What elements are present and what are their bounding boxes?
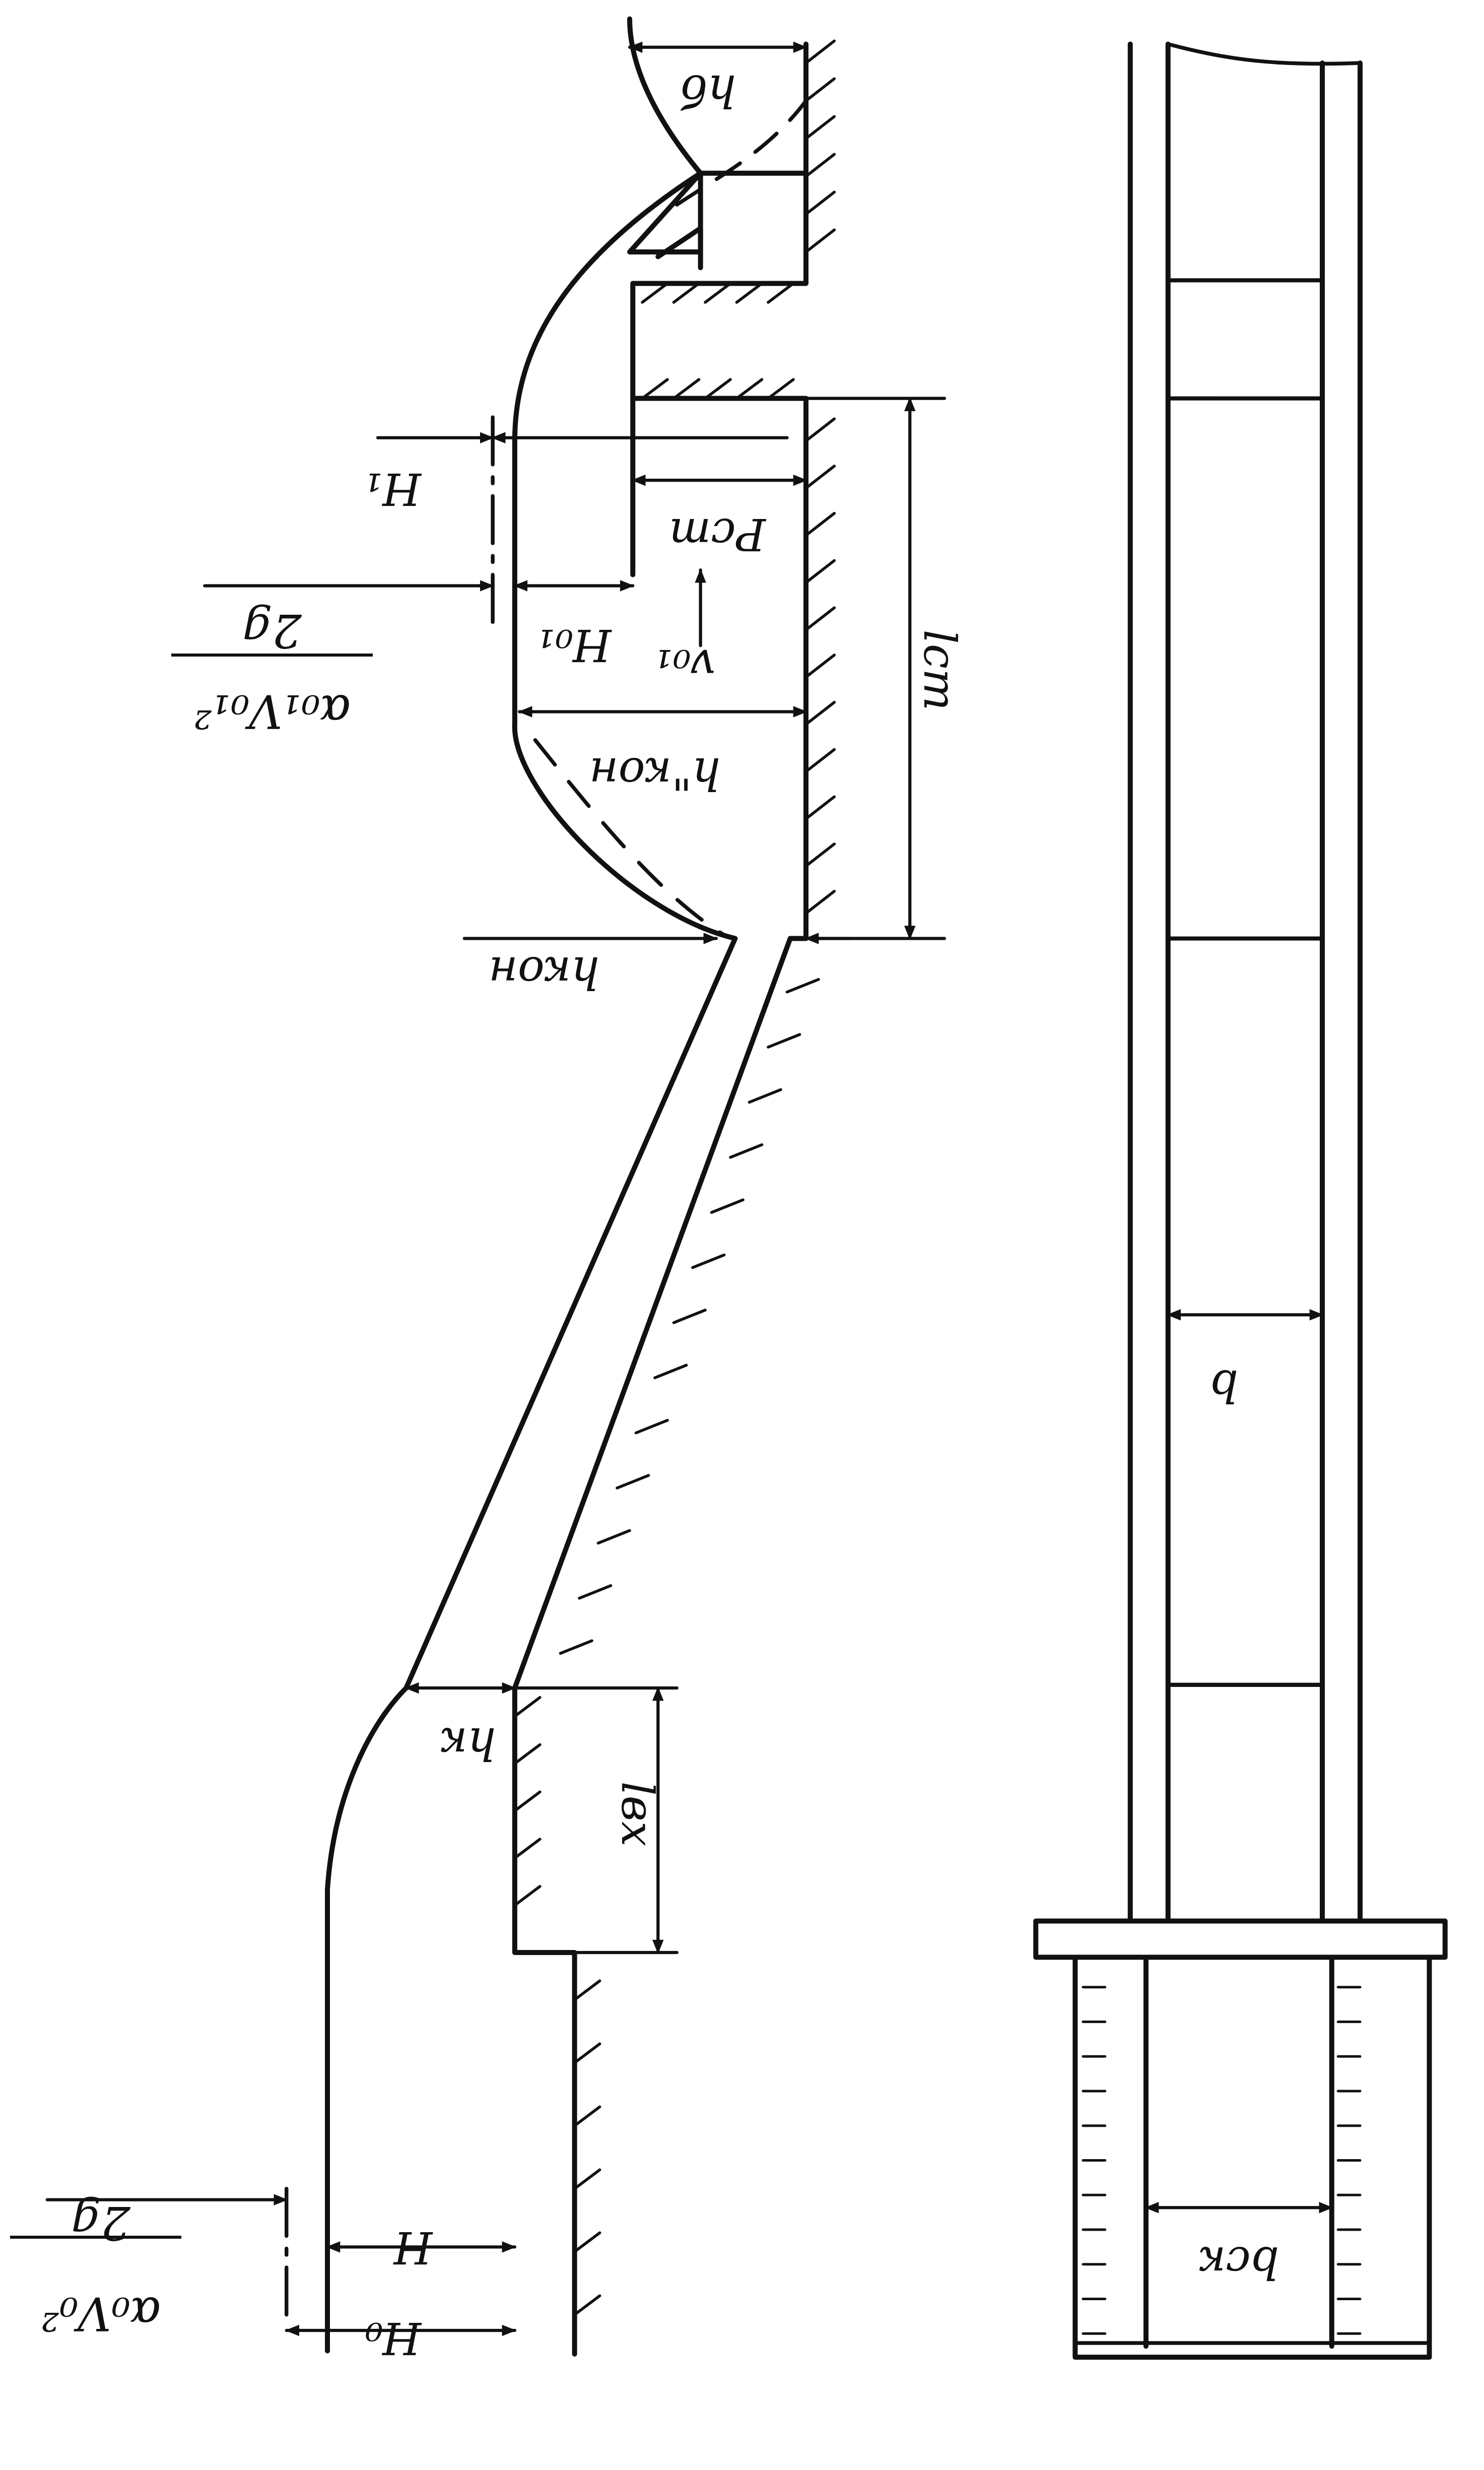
- dimension-lines: [45, 41, 947, 2336]
- label-head-upper-num: α₀₁V₀₁²: [193, 684, 351, 738]
- label-H1: H₁: [365, 463, 422, 515]
- dashed-upper-curve: [675, 92, 813, 207]
- splitter-tooth: [655, 226, 703, 271]
- label-bck: bск: [1199, 2237, 1279, 2289]
- plan-cross-lines: [1166, 278, 1325, 1687]
- channel-floor: [512, 41, 808, 2357]
- label-lcm: lст: [914, 630, 966, 711]
- plan-view: [1033, 41, 1448, 2360]
- label-H01: H₀₁: [537, 619, 612, 671]
- plan-inlet: [1072, 1955, 1432, 2360]
- label-head-upper-den: 2g: [242, 604, 302, 658]
- plan-flange: [1033, 1918, 1448, 1960]
- label-hb: hб: [680, 65, 736, 117]
- longitudinal-section: [45, 16, 947, 2357]
- label-H: H: [392, 2222, 433, 2273]
- water-surface-inlet: [325, 16, 738, 2354]
- labels: hб H₁ Pст H₀₁ v₀₁ α₀₁V₀₁² 2g h"кон lст h…: [10, 65, 1279, 2364]
- plan-scale-ticks: [1082, 1986, 1362, 2335]
- label-v01: v₀₁: [655, 639, 715, 691]
- label-hk: hк: [441, 1718, 496, 1770]
- plan-right-wall: [1320, 60, 1363, 1924]
- label-hkon-dd: h"кон: [589, 748, 721, 800]
- hatching: [513, 39, 836, 2316]
- plan-top-edge: [1166, 42, 1362, 66]
- dashed-jump-curve: [533, 738, 729, 939]
- plan-left-wall: [1127, 41, 1171, 1924]
- label-pcm: Pст: [669, 508, 767, 560]
- label-H0: H₀: [365, 2312, 422, 2364]
- label-hkon: hкон: [489, 947, 599, 999]
- label-head-lower-den: 2g: [71, 2196, 130, 2250]
- label-b: b: [1210, 1360, 1238, 1412]
- label-head-lower-num: α₀V₀²: [40, 2287, 161, 2341]
- label-lbx: lвх: [612, 1782, 663, 1847]
